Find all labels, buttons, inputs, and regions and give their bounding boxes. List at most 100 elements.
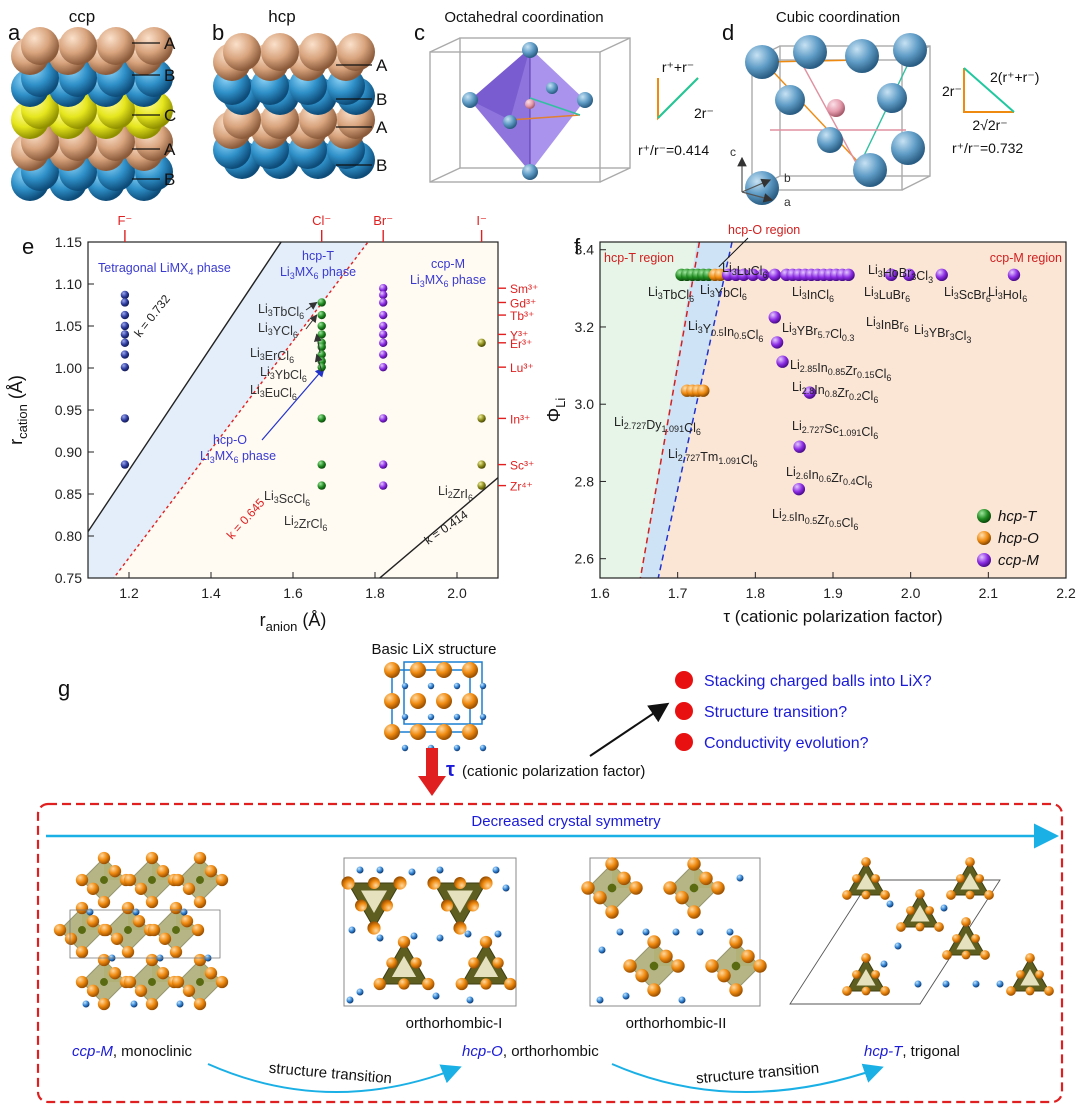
y-tick-label: 2.6	[575, 551, 595, 567]
lithium-atom	[348, 926, 356, 934]
halide-atom	[86, 915, 100, 928]
polyhedron-face	[1020, 969, 1040, 986]
panel-d-title: Cubic coordination	[776, 9, 900, 26]
halide-atom	[204, 967, 218, 980]
y-tick-label: 3.2	[575, 319, 595, 335]
halide-atom	[880, 986, 890, 996]
halide-atom	[492, 957, 504, 969]
y-tick-label: 0.80	[55, 528, 82, 544]
lithium-atom	[616, 928, 624, 936]
lithium-atom	[942, 980, 950, 988]
halide-atom	[961, 950, 971, 960]
lithium-atom	[678, 996, 686, 1004]
metal-atom	[100, 876, 108, 884]
halide-atom	[880, 890, 890, 900]
lithium-atom	[598, 946, 606, 954]
octahedron-unit	[171, 953, 229, 1011]
halide-atom	[97, 851, 111, 865]
data-point	[737, 268, 750, 282]
data-point	[379, 350, 388, 359]
y-tick-label: 0.85	[55, 486, 82, 502]
lithium-atom	[972, 980, 980, 988]
halide-atom	[906, 906, 915, 915]
lithium-atom	[502, 884, 510, 892]
halide-atom	[925, 906, 934, 915]
data-point	[120, 362, 130, 372]
triangular-unit	[427, 876, 493, 935]
halide-atom	[182, 882, 196, 895]
halide-atom	[121, 945, 135, 959]
data-point	[317, 298, 326, 307]
cation-sphere	[427, 682, 435, 690]
anion-sphere	[410, 693, 426, 709]
octahedron-unit	[663, 857, 725, 919]
atom-sphere	[337, 33, 375, 71]
data-point	[379, 290, 388, 300]
octahedron-unit	[75, 851, 133, 909]
atom-sphere	[223, 33, 261, 71]
panel-b-title: hcp	[268, 7, 295, 26]
hcp-t-structure	[789, 857, 1054, 1005]
cation-sphere	[401, 682, 409, 690]
halide-atom	[123, 975, 137, 989]
halide-atom	[97, 953, 111, 967]
halide-atom	[215, 975, 229, 989]
halide-atom	[158, 932, 172, 945]
halide-atom	[663, 881, 677, 895]
panel-g: g Basic LiX structure τ (cationic polari…	[36, 641, 1064, 1104]
halide-atom	[753, 959, 767, 973]
orthorhombic-i-structure	[341, 857, 517, 1007]
halide-atom	[915, 889, 925, 899]
lithium-atom	[940, 904, 948, 912]
halide-atom	[193, 997, 207, 1011]
halide-atom	[386, 957, 398, 969]
region-label-hcp-t-sub: Li3MX6 phase	[280, 265, 356, 281]
halide-atom	[110, 932, 124, 945]
halide-atom	[479, 876, 493, 890]
legend-label: hcp-T	[998, 508, 1038, 525]
lithium-atom	[894, 942, 902, 950]
data-point	[120, 310, 130, 320]
ratio-line	[88, 242, 282, 533]
data-point	[317, 310, 326, 320]
data-point	[379, 362, 388, 372]
metal-atom	[100, 978, 108, 986]
anion-sphere	[462, 693, 478, 709]
halide-atom	[635, 968, 649, 983]
cubic-cell	[751, 45, 931, 191]
lithium-atom	[346, 996, 354, 1004]
cubic-triangle-left: 2r⁻	[942, 83, 962, 99]
panel-b-letter: b	[212, 20, 224, 45]
halide-atom	[145, 895, 159, 909]
data-point	[379, 338, 388, 347]
halide-atom	[145, 851, 159, 865]
halide-atom	[965, 890, 975, 900]
data-point	[935, 268, 948, 282]
right-tick-label: Y³⁺	[510, 328, 528, 342]
polyhedron-face	[910, 905, 930, 922]
triangular-unit	[842, 953, 890, 996]
halide-atom	[1025, 953, 1035, 963]
data-point	[768, 268, 781, 282]
halide-atom	[355, 899, 368, 912]
region-label-hcp-o: hcp-O region	[728, 223, 800, 237]
y-tick-label: 1.10	[55, 276, 82, 292]
region-label-ccp-m-sub: Li3MX6 phase	[410, 273, 486, 289]
halide-atom	[215, 873, 229, 887]
x-tick-label: 2.0	[901, 585, 921, 601]
polyhedron-face	[473, 956, 499, 977]
lithium-atom	[410, 932, 418, 940]
halide-atom	[193, 851, 207, 865]
halide-atom	[480, 978, 492, 990]
halide-atom	[367, 921, 381, 935]
polyhedron-face	[856, 873, 876, 890]
halide-atom	[1044, 986, 1054, 996]
halide-atom	[861, 953, 871, 963]
region-hcp-t	[600, 242, 698, 578]
boundary-line	[639, 242, 701, 578]
octahedron	[462, 42, 593, 180]
legend-marker	[977, 553, 991, 567]
